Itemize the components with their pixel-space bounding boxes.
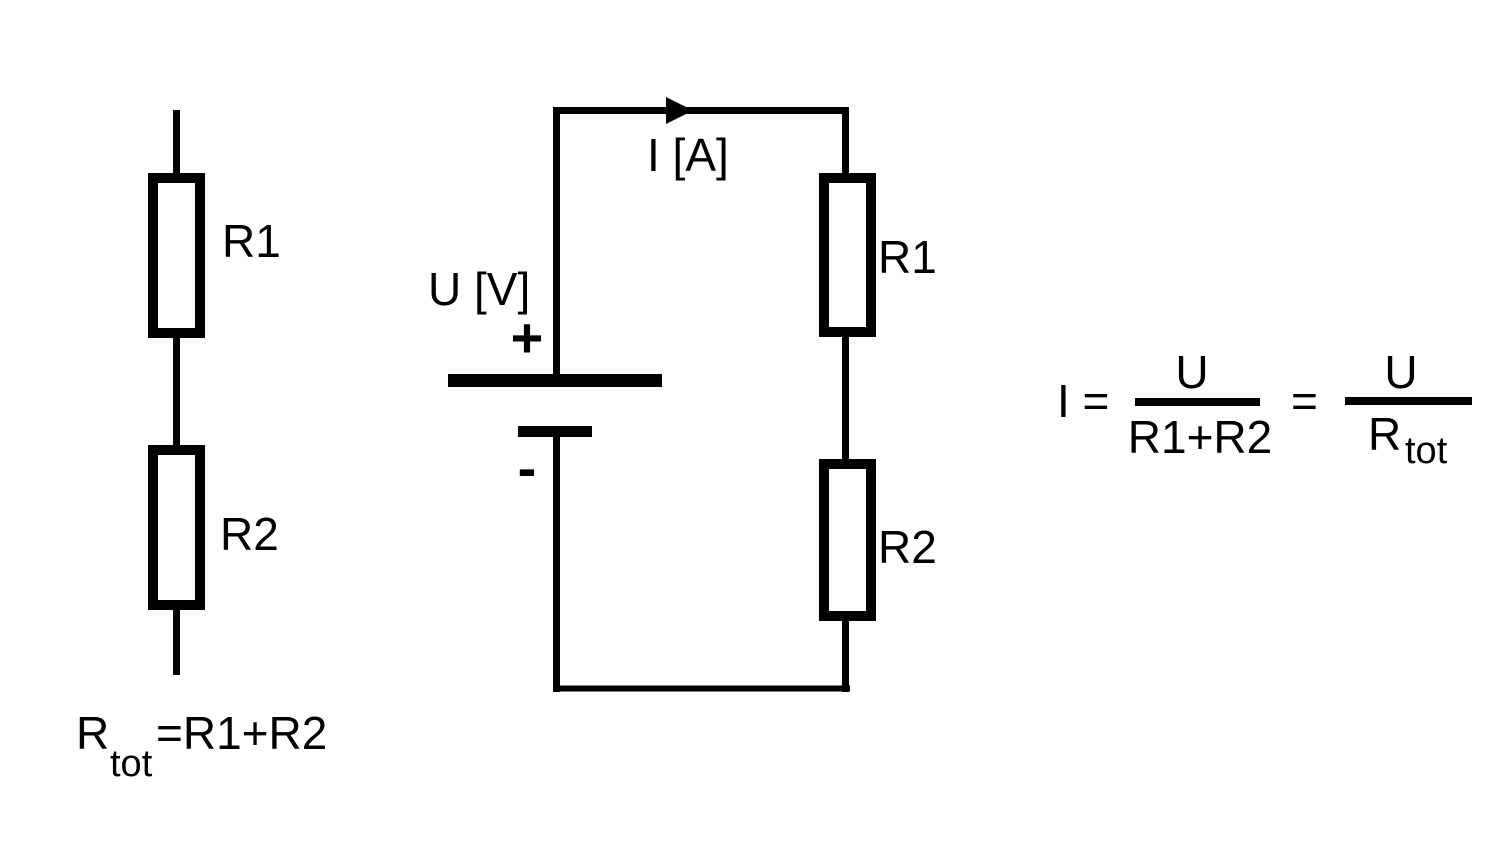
rtot-equation-rhs: =R1+R2 bbox=[156, 707, 327, 759]
fraction2-bar bbox=[1345, 397, 1472, 405]
resistor-r1-symbol bbox=[148, 173, 205, 338]
fraction2-numerator: U bbox=[1384, 346, 1417, 398]
voltage-label: U [V] bbox=[428, 263, 530, 315]
resistor-r1-label: R1 bbox=[878, 231, 937, 283]
ohms-law-formula: I = U R1+R2 = U R tot bbox=[1057, 346, 1472, 472]
fraction1-denominator: R1+R2 bbox=[1128, 411, 1272, 463]
fraction1-numerator: U bbox=[1175, 346, 1208, 398]
fraction1-bar bbox=[1135, 398, 1260, 406]
resistor-r2-body bbox=[819, 459, 876, 621]
formula-equals: = bbox=[1291, 375, 1318, 427]
formula-lhs: I = bbox=[1057, 375, 1109, 427]
resistor-r2-symbol-label: R2 bbox=[220, 508, 279, 560]
battery-plus-sign: + bbox=[511, 306, 544, 369]
current-label: I [A] bbox=[647, 129, 729, 181]
battery-minus-sign: - bbox=[518, 436, 537, 499]
series-circuit: I [A] U [V] + - R1 R2 bbox=[428, 97, 937, 692]
fraction2-denominator-subscript: tot bbox=[1405, 430, 1448, 472]
fraction2-denominator-base: R bbox=[1368, 408, 1401, 460]
resistor-r1-body bbox=[819, 173, 876, 337]
series-resistance-symbol: R1 R2 R tot =R1+R2 bbox=[76, 110, 327, 785]
resistor-r2-label: R2 bbox=[878, 521, 937, 573]
rtot-equation-base: R bbox=[76, 707, 109, 759]
battery-negative-plate bbox=[518, 426, 592, 437]
resistor-r2-symbol bbox=[148, 445, 205, 610]
current-arrow-icon bbox=[666, 97, 693, 124]
resistor-r1-symbol-label: R1 bbox=[222, 215, 281, 267]
rtot-equation-subscript: tot bbox=[110, 743, 153, 785]
battery-positive-plate bbox=[448, 374, 662, 387]
